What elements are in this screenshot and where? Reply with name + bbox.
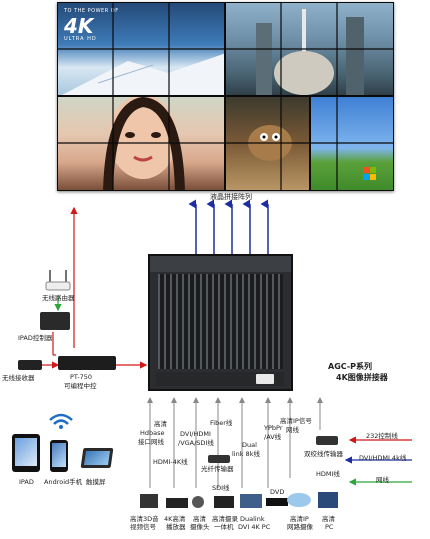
output-arrows bbox=[188, 199, 269, 254]
cable-hdbase-1: 高清 bbox=[154, 420, 167, 428]
cable-hdmi4k: HDMI-4K线 bbox=[153, 458, 188, 466]
touchscreen-icon bbox=[80, 448, 114, 468]
hdmi-label: HDMI线 bbox=[316, 470, 340, 478]
rocket-launch-icon bbox=[256, 9, 364, 95]
hd-pc-icon bbox=[318, 492, 338, 508]
input-arrows bbox=[147, 397, 323, 488]
video-wall: TO THE POWER OF 4K ULTRA HD bbox=[57, 2, 394, 191]
wall-caption: 液晶拼接阵列 bbox=[210, 193, 252, 201]
ipad-icon bbox=[12, 434, 40, 472]
source-4k-1: 4K高清 bbox=[164, 515, 186, 523]
receiver-label: 无线接收器 bbox=[2, 374, 35, 382]
twisted-pair-transmitter bbox=[316, 436, 338, 445]
source-ipcam-2: 网路摄像 bbox=[287, 523, 313, 531]
dvi-hdmi-4k-label: DVI/HDMI 4k线 bbox=[359, 454, 407, 462]
camera-icon bbox=[192, 496, 204, 508]
ipad-controller-label: IPAD控制器 bbox=[18, 334, 53, 342]
chassis-logo-icon bbox=[256, 374, 274, 384]
cable-dvi-1: DVI/HDMI bbox=[180, 430, 211, 438]
cable-sdi: SDI线 bbox=[212, 484, 230, 492]
wall-grid bbox=[57, 2, 394, 191]
chassis-base bbox=[156, 372, 284, 386]
controller-series: AGC-P系列 bbox=[328, 362, 372, 371]
receiver-device bbox=[18, 360, 42, 370]
dvd-icon bbox=[266, 498, 288, 506]
dualink-pc-icon bbox=[240, 494, 262, 508]
twisted-tx-label: 双绞线传输器 bbox=[304, 450, 343, 458]
ip-camera-cloud-icon bbox=[287, 493, 311, 507]
android-phone-icon bbox=[50, 440, 68, 472]
wireless-router-icon bbox=[45, 270, 71, 291]
rs232-label: 232控制线 bbox=[366, 432, 398, 440]
skier-icon bbox=[61, 53, 224, 95]
source-4k-2: 播放器 bbox=[166, 523, 186, 531]
router-label: 无线路由器 bbox=[42, 294, 75, 302]
windows-logo-icon bbox=[363, 167, 376, 180]
source-camcorder-1: 高清摄录 bbox=[212, 515, 238, 523]
control-model: PT-750 bbox=[70, 373, 93, 381]
cable-fiber: Fiber线 bbox=[210, 419, 233, 427]
chassis-card-rack bbox=[158, 274, 283, 369]
source-dualink-2: DVI 4K PC bbox=[238, 523, 271, 531]
cable-dual-1: Dual bbox=[242, 441, 257, 449]
3d-source-icon bbox=[140, 494, 158, 508]
brand-line-1: TO THE POWER OF bbox=[64, 8, 119, 14]
source-camera-1: 高清 bbox=[193, 515, 206, 523]
cable-hdbase-3: 接口网线 bbox=[138, 438, 164, 446]
fiber-transmitter-device bbox=[208, 455, 230, 463]
cable-dvi-2: /VGA/SDI线 bbox=[178, 439, 214, 447]
ipad-label: IPAD bbox=[19, 478, 34, 486]
source-camcorder-2: 一体机 bbox=[214, 523, 234, 531]
camcorder-icon bbox=[214, 496, 234, 508]
controller-name: 4K图像拼接器 bbox=[336, 373, 388, 382]
brand-4k: 4K bbox=[64, 14, 94, 38]
cable-ypbpr-1: YPbPr bbox=[264, 424, 283, 432]
source-3d-1: 高清3D音 bbox=[130, 515, 159, 523]
source-camera-2: 摄像头 bbox=[190, 523, 210, 531]
4k-player-icon bbox=[166, 498, 188, 508]
source-pc-2: PC bbox=[325, 523, 334, 531]
cable-hdip-2: 网线 bbox=[286, 426, 299, 434]
chassis-top-panel bbox=[150, 256, 291, 272]
source-ipcam-1: 高清IP bbox=[290, 515, 309, 523]
portrait-icon bbox=[103, 97, 185, 190]
cable-fiber-tx: 光纤传输器 bbox=[201, 465, 234, 473]
cable-dual-2: link 8k线 bbox=[232, 450, 260, 458]
cable-hdbase-2: Hdbase bbox=[140, 429, 165, 437]
touchscreen-label: 触摸屏 bbox=[86, 478, 106, 486]
source-devices bbox=[140, 492, 338, 508]
wifi-icon bbox=[49, 413, 73, 429]
ipad-controller-device bbox=[40, 312, 70, 330]
control-name: 可编程中控 bbox=[64, 382, 97, 390]
source-dualink-1: Dualink bbox=[240, 515, 265, 523]
brand-line-2: ULTRA HD bbox=[64, 36, 97, 42]
cable-hdip-1: 高清IP信号 bbox=[280, 417, 312, 425]
source-dvd: DVD bbox=[270, 488, 285, 496]
cable-ypbpr-2: /AV线 bbox=[264, 433, 282, 441]
wireless-link bbox=[54, 296, 412, 486]
source-pc-1: 高清 bbox=[322, 515, 335, 523]
control-lines bbox=[42, 206, 412, 444]
source-3d-2: 视频信号 bbox=[130, 523, 156, 531]
central-control-device bbox=[58, 356, 116, 370]
android-label: Android手机 bbox=[44, 478, 83, 486]
network-label: 网线 bbox=[376, 476, 389, 484]
